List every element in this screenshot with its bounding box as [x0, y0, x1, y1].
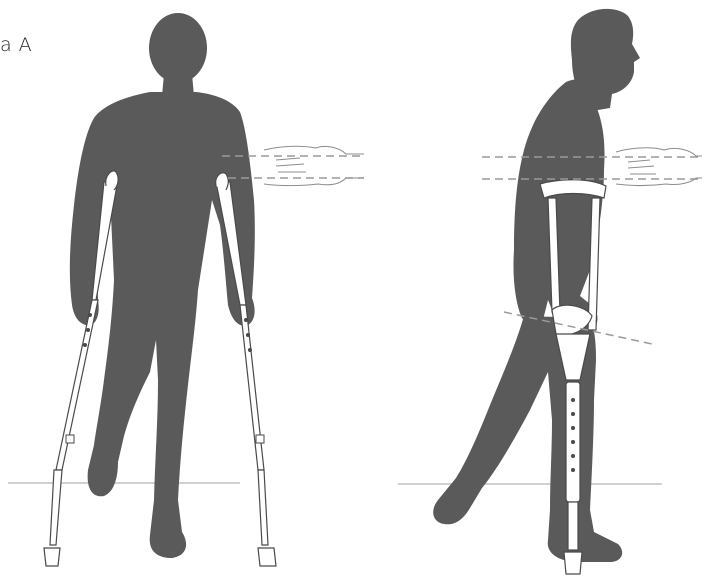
front-crutch-right-tip — [258, 548, 276, 566]
side-view-figure — [433, 9, 640, 562]
front-torso — [70, 92, 255, 558]
front-hand-icon — [264, 146, 364, 185]
side-hand-icon — [616, 148, 702, 186]
side-crutch-tip — [564, 552, 582, 574]
front-crutch-left-tip — [44, 548, 60, 566]
front-head — [149, 13, 207, 83]
side-legs — [433, 316, 622, 562]
